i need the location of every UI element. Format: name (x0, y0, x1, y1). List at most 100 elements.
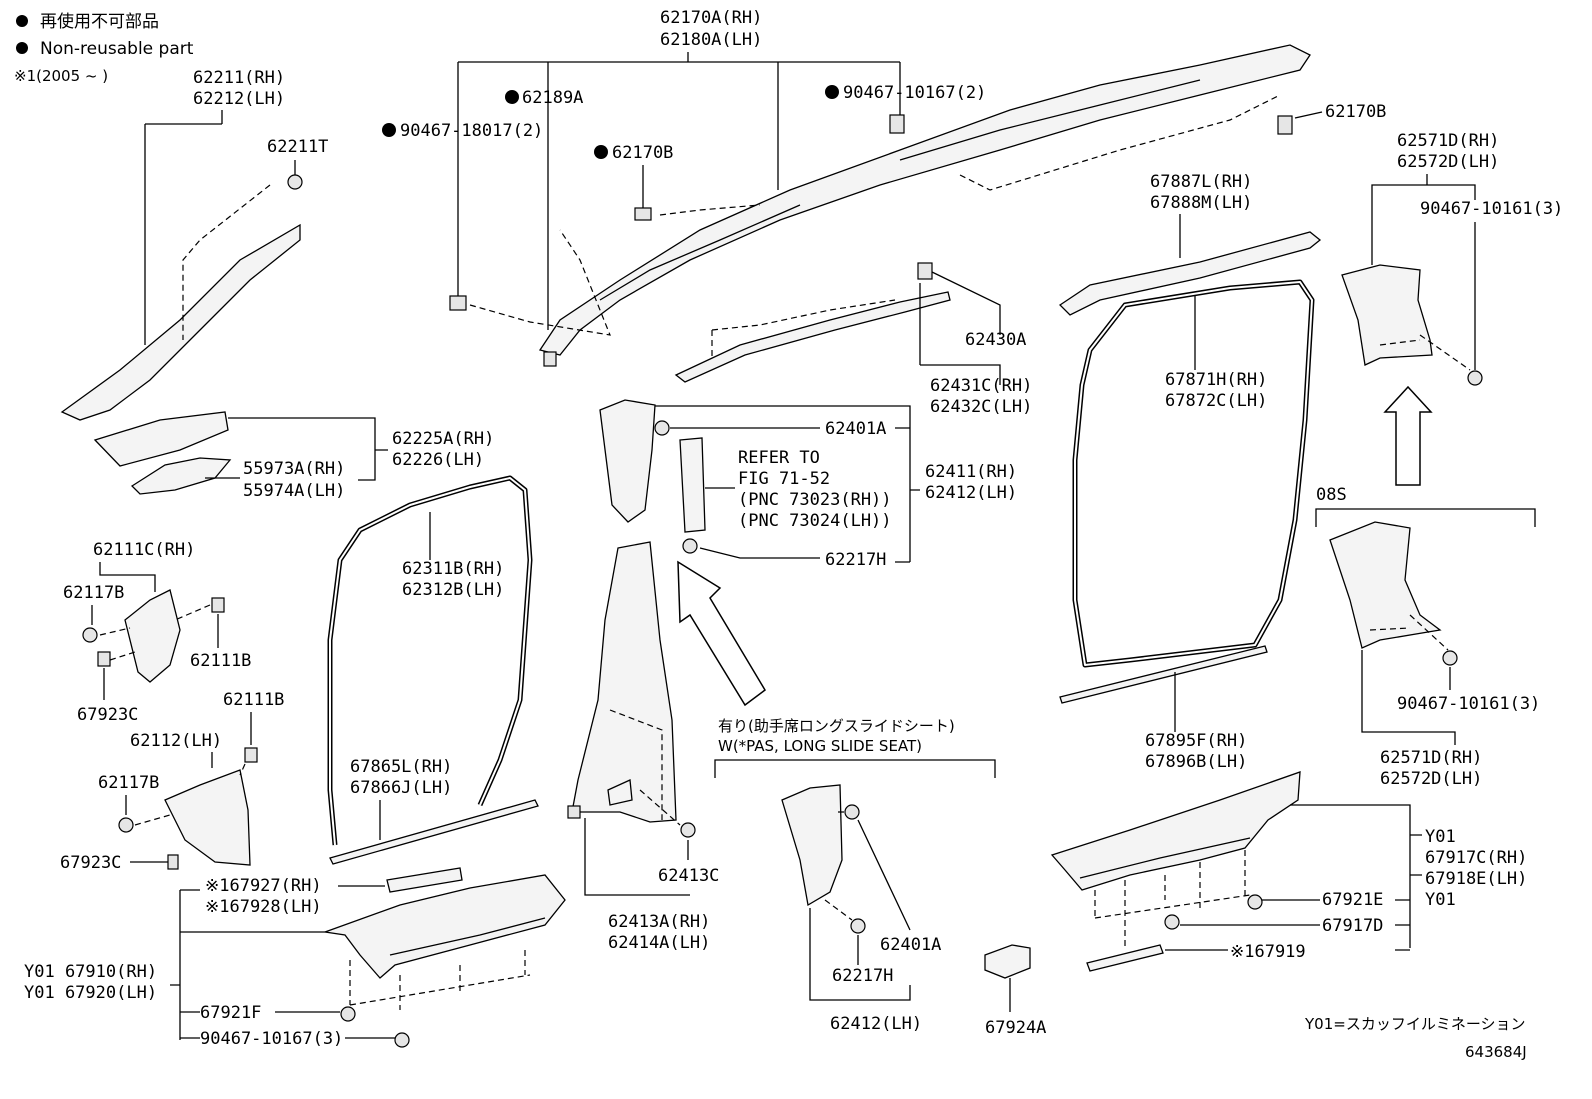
pillar-garnish (60, 223, 301, 421)
bolt-icon (1277, 115, 1293, 135)
clip-icon (211, 597, 225, 613)
cowl-side-trim-rh: 62111C(RH) 62117B 62111B 67923C (63, 540, 251, 725)
dash-guide (134, 763, 246, 826)
bolt-icon (634, 207, 652, 221)
label-62112: 62112(LH) (130, 731, 222, 751)
dash-guide (99, 604, 211, 661)
label-62414A: 62414A(LH) (608, 933, 710, 953)
label-62117B-b: 62117B (98, 773, 159, 793)
label-90467-10167-3: 90467-10167(3) (200, 1029, 343, 1049)
clip-icon (118, 817, 134, 833)
legend: 再使用不可部品 Non-reusable part ※1(2005 ~ ) (14, 11, 194, 85)
label-62225A: 62225A(RH) (392, 429, 494, 449)
leader-62211 (144, 110, 223, 345)
label-62111C: 62111C(RH) (93, 540, 195, 560)
center-pillar-upper-group: 62401A 62411(RH) 62412(LH) 62217H REFER … (599, 399, 1017, 707)
label-62430A: 62430A (965, 330, 1026, 350)
label-62413A: 62413A(RH) (608, 912, 710, 932)
option-title-jp: 有り(助手席ロングスライドシート) (718, 717, 955, 735)
label-67872C: 67872C(LH) (1165, 391, 1267, 411)
clip-icon (654, 420, 670, 436)
label-62170B-mid: 62170B (612, 143, 673, 163)
rear-door-weatherstrip-group: 67887L(RH) 67888M(LH) 67871H(RH) 67872C(… (1058, 172, 1322, 772)
clip-icon (394, 1032, 410, 1048)
airbag-detail (599, 204, 801, 301)
assembly-arrow-icon (677, 560, 766, 707)
non-reusable-marker-icon (505, 90, 519, 104)
clip-icon (287, 174, 303, 190)
dash-guide (1094, 850, 1251, 950)
leader-62111C (99, 562, 156, 592)
label-67927: ※167927(RH) (205, 876, 322, 896)
front-scuff-plate-group: ※167927(RH) ※167928(LH) Y01 67910(RH) Y0… (24, 867, 566, 1049)
dash-guide (609, 709, 681, 826)
label-62217H-bot: 62217H (832, 966, 893, 986)
label-67921F: 67921F (200, 1003, 261, 1023)
refer-line-1: REFER TO (738, 448, 820, 468)
front-door-opening-trim: 62311B(RH) 62312B(LH) 67865L(RH) 67866J(… (327, 475, 539, 865)
roof-side-weatherstrip (1058, 231, 1322, 316)
non-reusable-marker-icon (16, 15, 28, 27)
rear-door-scuff-strip (1059, 645, 1268, 704)
legend-en: Non-reusable part (40, 39, 194, 59)
curtain-airbag (538, 44, 1311, 356)
label-62212: 62212(LH) (193, 89, 285, 109)
assembly-arrow-icon (1383, 385, 1433, 486)
pillar-detail (607, 779, 633, 806)
clip-icon (1164, 914, 1180, 930)
label-62571D-top: 62571D(RH) (1397, 131, 1499, 151)
leader-62412-lh (809, 819, 911, 1001)
label-62431C: 62431C(RH) (930, 376, 1032, 396)
label-62180A: 62180A(LH) (660, 30, 762, 50)
leader-62170B-right (1294, 111, 1323, 119)
option-bracket (714, 759, 996, 778)
label-67921E: 67921E (1322, 890, 1383, 910)
center-pillar-lower-group: 62413C 62413A(RH) 62414A(LH) (567, 541, 719, 953)
label-62170A: 62170A(RH) (660, 8, 762, 28)
clip-icon (1467, 370, 1483, 386)
refer-line-2: FIG 71-52 (738, 469, 830, 489)
variant-bracket (1315, 508, 1536, 527)
label-62111B-a: 62111B (190, 651, 251, 671)
grip-bracket (130, 457, 232, 495)
door-scuff-strip (329, 799, 539, 865)
scuff-plate-detail (1079, 837, 1251, 879)
label-62111B-b: 62111B (223, 690, 284, 710)
dash-guide (349, 950, 531, 1010)
refer-line-3: (PNC 73023(RH)) (738, 490, 892, 510)
dash-guide (1369, 614, 1449, 651)
label-90467-18017: 90467-18017(2) (400, 121, 543, 141)
clip-icon (680, 822, 696, 838)
label-90467-10161-top: 90467-10161(3) (1420, 199, 1563, 219)
label-67918E: 67918E(LH) (1425, 869, 1527, 889)
label-62401A-top: 62401A (825, 419, 886, 439)
label-67917D: 67917D (1322, 916, 1383, 936)
quarter-trim-08s-group: 08S 90467-10161(3) 62571D(RH) 62572D(LH) (1315, 485, 1540, 789)
label-62572D-top: 62572D(LH) (1397, 152, 1499, 172)
label-62217H-top: 62217H (825, 550, 886, 570)
label-62432C: 62432C(LH) (930, 397, 1032, 417)
leader-62413A (584, 818, 690, 896)
clip-icon (82, 627, 98, 643)
cowl-side-trim (164, 769, 251, 866)
dash-guide (711, 299, 896, 360)
dash-guide (659, 204, 761, 216)
rear-scuff-plate-group: Y01 67917C(RH) 67918E(LH) Y01 67921E 679… (1050, 771, 1527, 972)
label-67910: Y01 67910(RH) (24, 962, 157, 982)
non-reusable-marker-icon (594, 145, 608, 159)
clip-icon (844, 804, 860, 820)
legend-jp: 再使用不可部品 (40, 11, 159, 32)
clip-icon (1247, 894, 1263, 910)
leader-62411 (655, 405, 920, 563)
assist-grip (93, 411, 229, 467)
dash-guide (824, 811, 853, 921)
footer: Y01=スカッフイルミネーション 643684J (1304, 1015, 1527, 1061)
label-67923C-a: 67923C (77, 705, 138, 725)
quarter-trim-upper-group: 62571D(RH) 62572D(LH) 90467-10161(3) (1341, 131, 1563, 486)
label-67920: Y01 67920(LH) (24, 983, 157, 1003)
scuff-plate-detail (389, 917, 546, 956)
refer-line-4: (PNC 73024(LH)) (738, 511, 892, 531)
clip-67924A-group: 67924A (984, 944, 1046, 1038)
label-62311B: 62311B(RH) (402, 559, 504, 579)
